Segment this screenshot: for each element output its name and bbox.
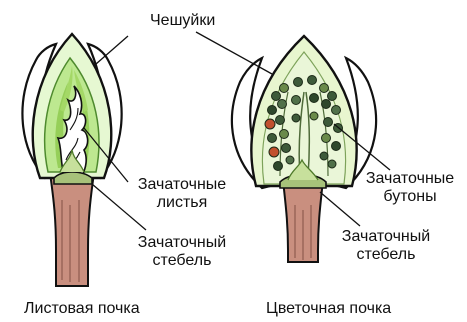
leaf-bud-stem [50,172,94,286]
pointer-stem-right [320,192,360,226]
label-embryonic-stem-right-line1: Зачаточный [334,228,438,246]
label-embryonic-stem-left: Зачаточный стебель [130,234,234,270]
label-embryonic-stem-right-line2: стебель [334,246,438,264]
label-embryonic-buds-line2: бутоны [358,188,462,206]
label-embryonic-leaves-line2: листья [130,194,234,212]
label-embryonic-leaves-line1: Зачаточные [130,176,234,194]
label-embryonic-stem-left-line1: Зачаточный [130,234,234,252]
caption-leaf-bud: Листовая почка [24,300,140,318]
label-embryonic-buds-line1: Зачаточные [358,170,462,188]
label-embryonic-buds: Зачаточные бутоны [358,170,462,206]
leaf-bud-illustration [22,34,121,286]
pointer-scales-right [196,32,272,74]
label-embryonic-leaves: Зачаточные листья [130,176,234,212]
label-scales: Чешуйки [150,12,215,30]
caption-flower-bud: Цветочная почка [266,300,391,318]
label-embryonic-stem-right: Зачаточный стебель [334,228,438,264]
label-embryonic-stem-left-line2: стебель [130,252,234,270]
